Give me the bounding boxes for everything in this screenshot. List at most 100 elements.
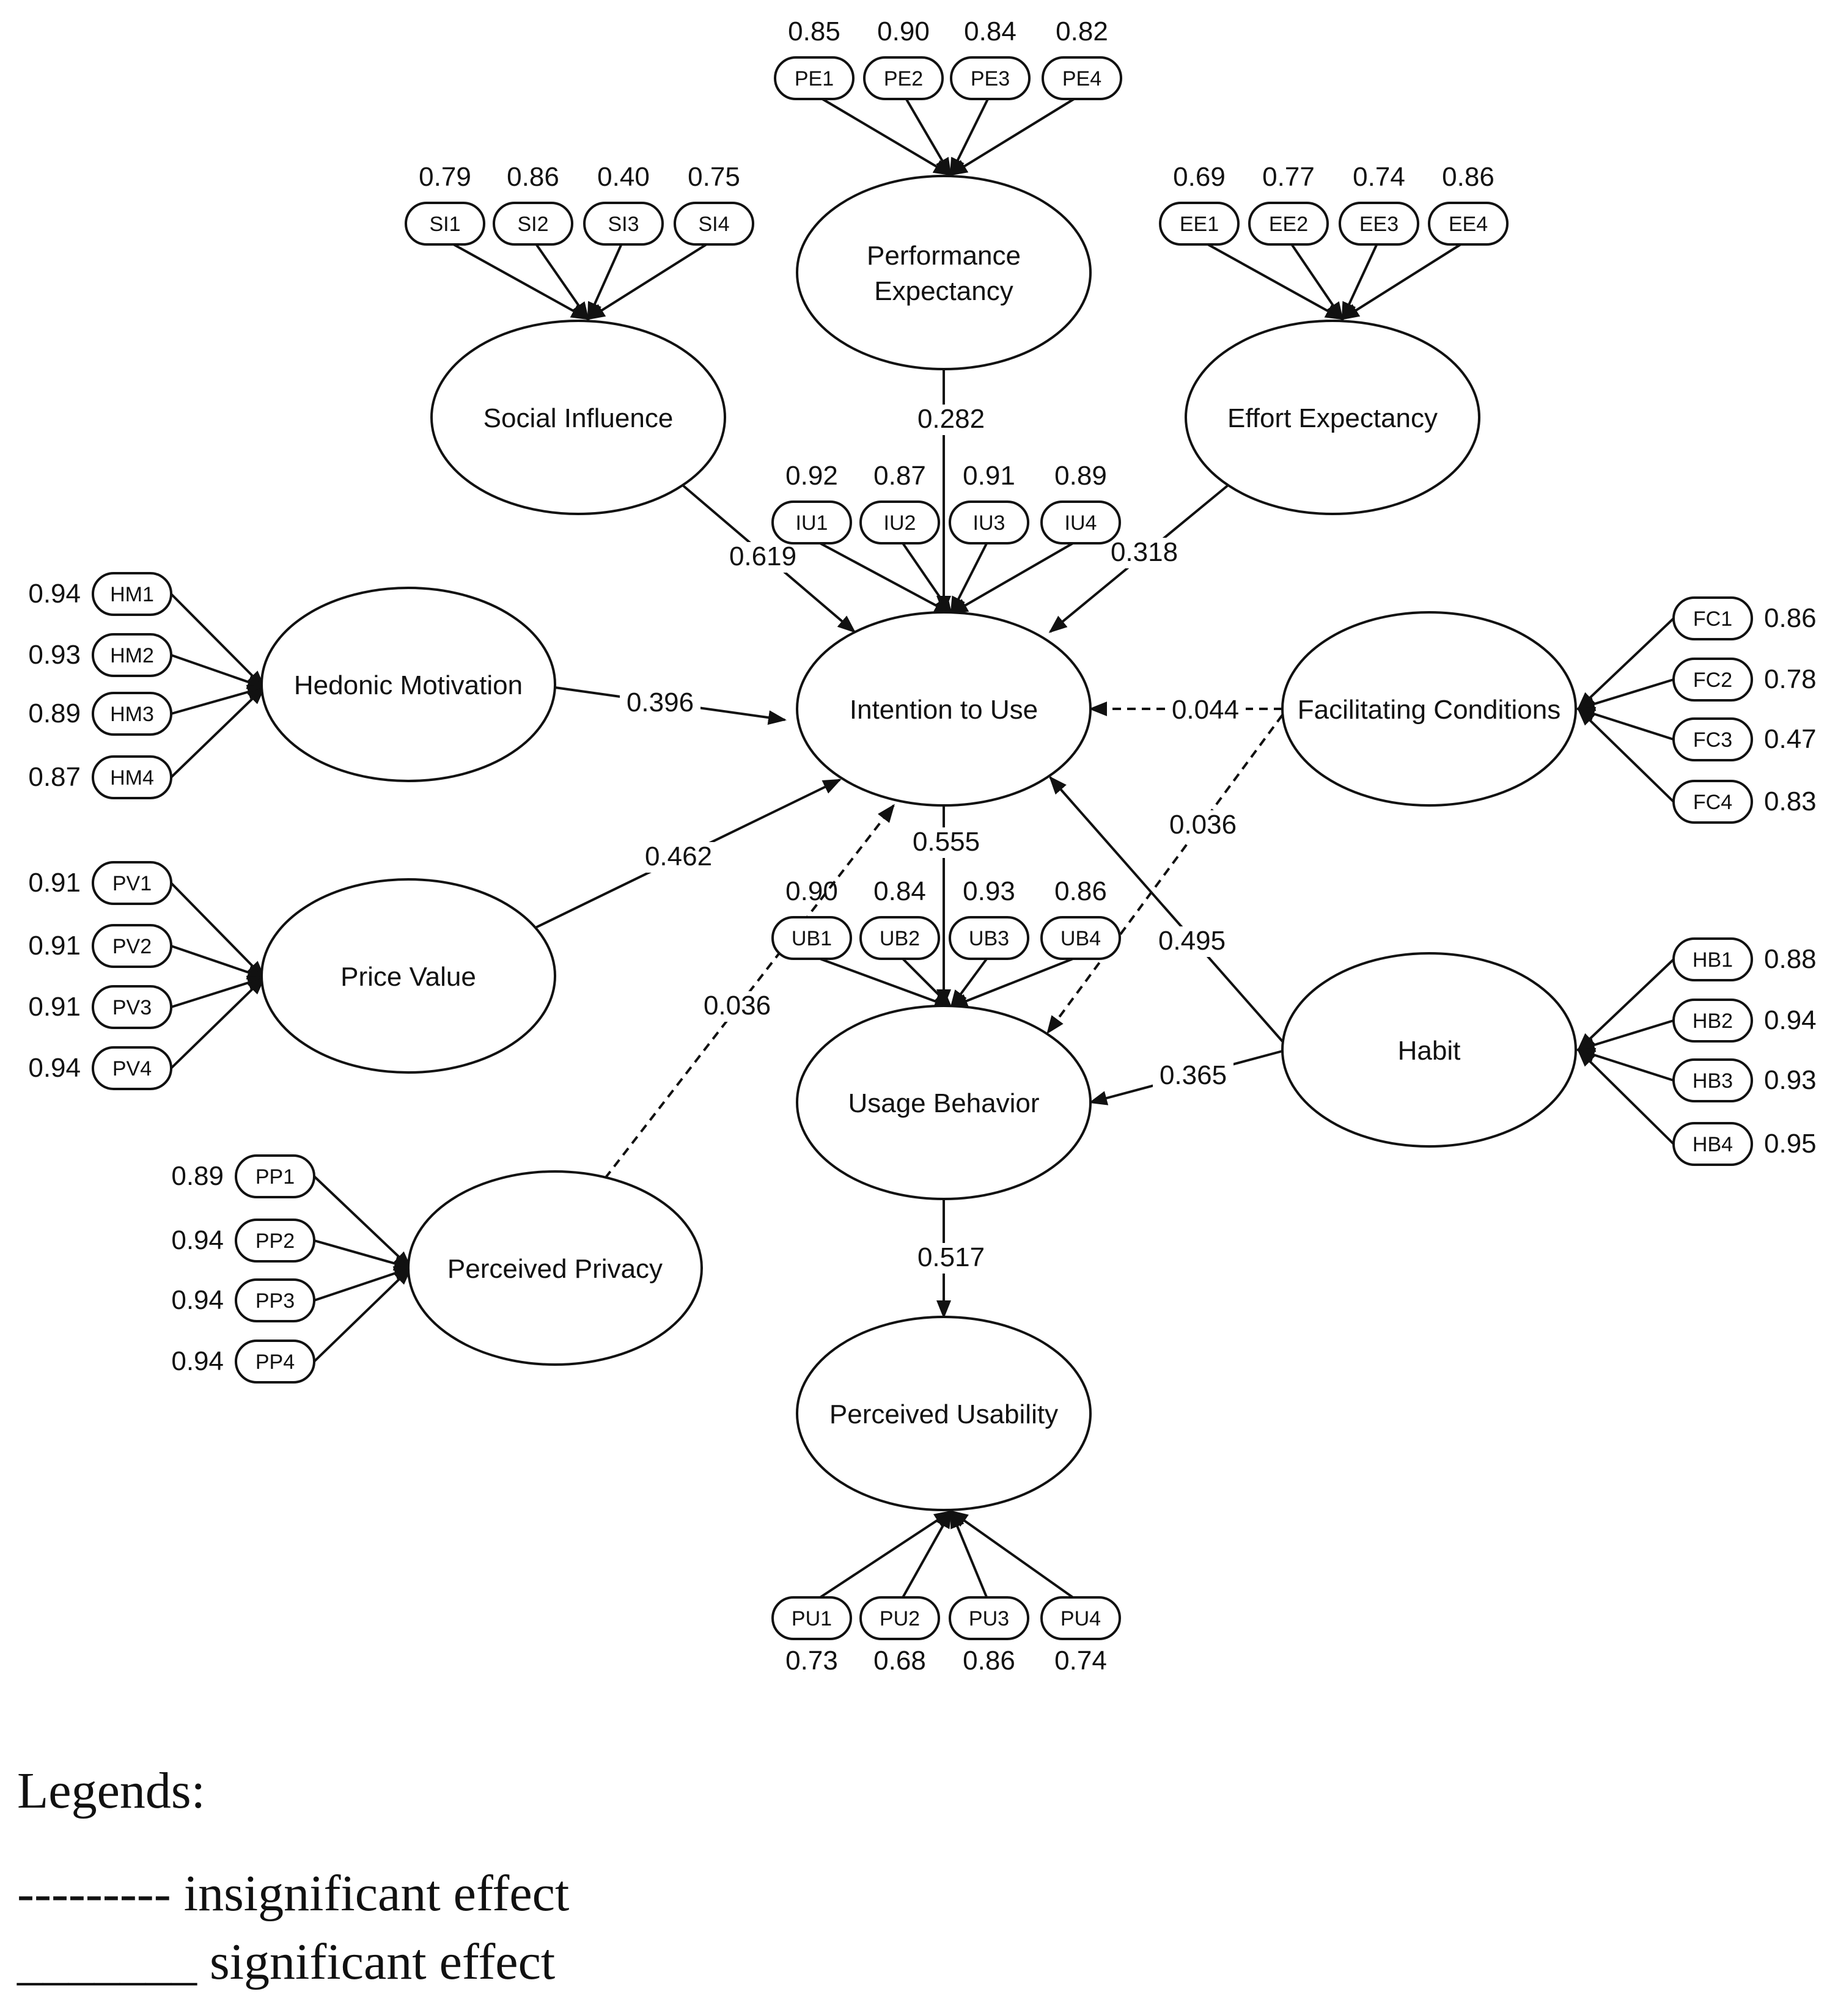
indicator-label: FC4 [1693,791,1732,814]
indicator-arrow [822,98,952,176]
loading-iu1: 0.92 [785,461,838,491]
indicator-arrow [535,243,589,321]
indicator-pe4: PE4 [1042,56,1122,100]
indicator-pe3: PE3 [950,56,1031,100]
loading-pe1: 0.85 [788,16,840,46]
loading-fc4: 0.83 [1764,786,1817,816]
indicator-ub4: UB4 [1040,916,1121,960]
loading-fc2: 0.78 [1764,664,1817,694]
indicator-si1: SI1 [405,202,485,246]
loading-pv4: 0.94 [28,1053,81,1083]
indicator-label: EE1 [1180,213,1219,236]
loading-hb2: 0.94 [1764,1005,1817,1035]
construct-label: Price Value [340,962,476,992]
coefficient-hb-ub: 0.365 [1160,1060,1227,1090]
indicator-ee4: EE4 [1428,202,1509,246]
indicator-label: PP2 [255,1230,295,1253]
indicator-label: SI2 [517,213,548,236]
indicator-fc4: FC4 [1672,780,1753,824]
indicator-arrow [949,958,1074,1008]
indicator-label: HM3 [110,703,154,726]
indicator-si2: SI2 [493,202,573,246]
loading-ee1: 0.69 [1173,162,1226,192]
indicator-arrow [453,243,590,320]
indicator-arrow [586,243,707,320]
indicator-ub1: UB1 [771,916,852,960]
indicator-label: HB3 [1693,1069,1733,1093]
loading-pv2: 0.91 [28,931,81,961]
indicator-label: SI1 [429,213,460,236]
construct-social-influence: Social Influence [430,320,726,515]
indicator-label: FC3 [1693,728,1732,752]
construct-effort-expectancy: Effort Expectancy [1185,320,1480,515]
indicator-arrow [819,958,953,1008]
indicator-arrow [1290,243,1344,321]
loading-ub2: 0.84 [873,876,926,906]
construct-label: Performance [867,241,1021,271]
indicator-label: PU3 [969,1607,1009,1630]
loading-pu3: 0.86 [963,1646,1015,1676]
indicator-pe1: PE1 [774,56,855,100]
indicator-hm2: HM2 [92,633,172,677]
construct-label: Intention to Use [850,695,1038,725]
indicator-si3: SI3 [583,202,664,246]
indicator-label: PV2 [112,935,152,958]
coefficient-fc-iu: 0.044 [1172,695,1239,725]
indicator-label: IU1 [796,511,828,535]
indicator-label: SI4 [698,213,729,236]
indicator-hb2: HB2 [1672,999,1753,1043]
indicator-label: PU4 [1061,1607,1101,1630]
indicator-arrow [819,542,953,615]
indicator-label: IU4 [1065,511,1097,535]
indicator-label: HM2 [110,644,154,667]
construct-usage-behavior: Usage Behavior [796,1005,1092,1200]
construct-label: Social Influence [483,403,674,433]
indicator-arrow [170,882,266,980]
loading-iu3: 0.91 [963,461,1015,491]
legend-significant-effect: _______ significant effect [17,1934,556,1990]
indicator-arrow [1340,243,1461,320]
construct-label: Facilitating Conditions [1298,695,1560,725]
indicator-hb3: HB3 [1672,1058,1753,1102]
loading-ub3: 0.93 [963,876,1015,906]
indicator-arrow [1576,617,1675,711]
indicator-arrow [1576,707,1675,803]
indicator-arrow [171,945,266,980]
indicator-ee2: EE2 [1248,202,1329,246]
indicator-pp2: PP2 [235,1219,315,1263]
coefficient-pv-iu: 0.462 [645,841,712,871]
loading-hm2: 0.93 [28,640,81,670]
construct-perceived-usability: Perceived Usability [796,1316,1092,1511]
indicator-label: PE2 [884,67,923,90]
path-fc-to-ub [1046,714,1284,1035]
construct-perceived-privacy: Perceived Privacy [407,1170,703,1366]
loading-si3: 0.40 [597,162,650,192]
coefficient-ee-iu: 0.318 [1111,537,1178,567]
construct-label: Hedonic Motivation [294,670,523,700]
indicator-label: UB1 [792,927,832,950]
loading-hm4: 0.87 [28,762,81,792]
indicator-label: IU3 [973,511,1005,535]
indicator-label: PE3 [971,67,1010,90]
indicator-fc3: FC3 [1672,717,1753,761]
loading-pp4: 0.94 [171,1346,224,1376]
loading-hm1: 0.94 [28,579,81,609]
indicator-label: HB1 [1693,948,1733,972]
indicator-hm4: HM4 [92,755,172,799]
indicator-iu4: IU4 [1040,500,1121,544]
indicator-ee1: EE1 [1159,202,1240,246]
construct-label: Perceived Usability [829,1399,1058,1429]
coefficient-si-iu: 0.619 [729,541,796,571]
loading-pv1: 0.91 [28,868,81,898]
indicator-iu2: IU2 [859,500,940,544]
indicator-label: PU2 [880,1607,920,1630]
indicator-label: EE2 [1269,213,1308,236]
loading-ub4: 0.86 [1054,876,1107,906]
indicator-hm1: HM1 [92,572,172,616]
indicator-pv3: PV3 [92,985,172,1029]
indicator-label: HB4 [1693,1133,1733,1156]
loading-fc3: 0.47 [1764,724,1817,754]
